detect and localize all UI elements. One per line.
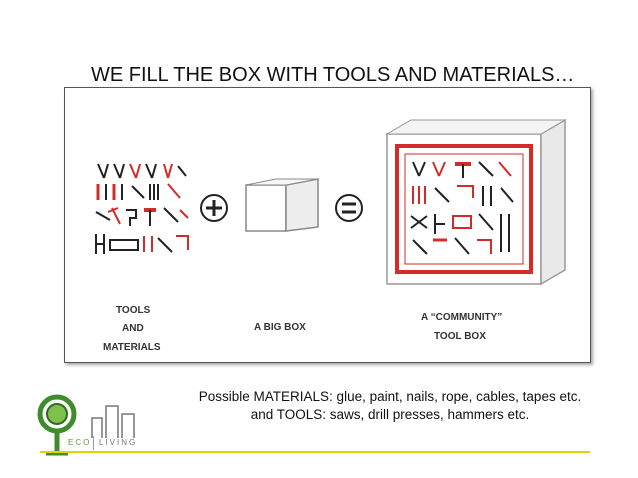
brand-living-text: LIVING (99, 438, 138, 447)
brand-divider (93, 436, 94, 450)
brand-eco-text: ECO (68, 438, 92, 447)
tools-materials-illustration (95, 163, 189, 254)
community-label-line1: A “COMMUNITY” (421, 312, 503, 323)
slide-title: WE FILL THE BOX WITH TOOLS AND MATERIALS… (91, 64, 575, 86)
tools-label-line1: TOOLS (116, 305, 151, 316)
plus-icon (200, 194, 228, 222)
box-label: A BIG BOX (254, 322, 306, 333)
caption-line2: and TOOLS: saws, drill presses, hammers … (250, 407, 530, 422)
community-toolbox-illustration (385, 118, 567, 286)
tools-label-line3: MATERIALS (103, 342, 161, 353)
equals-icon (335, 194, 363, 222)
empty-box-illustration (245, 178, 319, 232)
tools-label-line2: AND (122, 323, 144, 334)
eco-living-buildings-logo (91, 405, 135, 438)
community-label-line2: TOOL BOX (434, 331, 486, 342)
footer-rule (40, 451, 590, 453)
eco-living-tree-logo (37, 394, 77, 456)
caption-line1: Possible MATERIALS: glue, paint, nails, … (198, 389, 582, 404)
